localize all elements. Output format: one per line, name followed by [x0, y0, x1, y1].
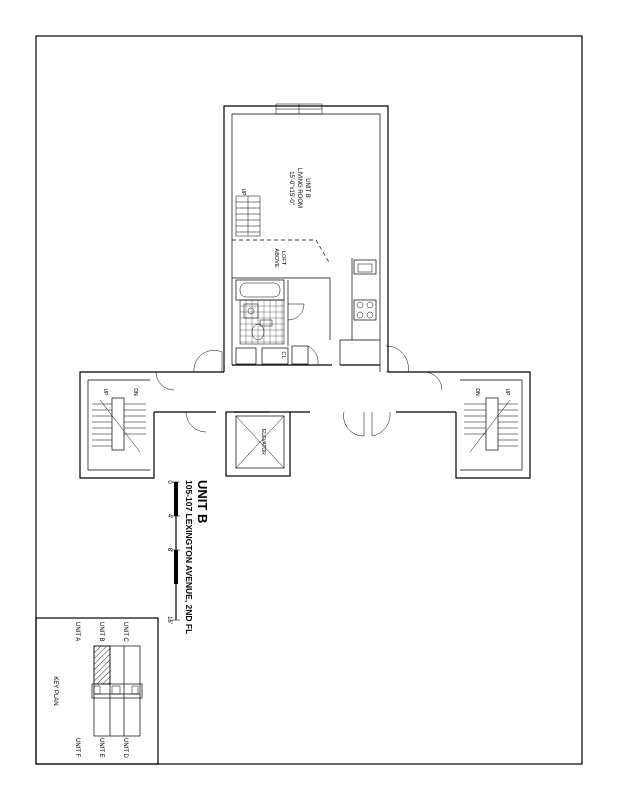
closet-label: CL: [280, 351, 286, 358]
key-unit-a: UNIT A: [74, 622, 80, 641]
room-label: LIVING ROOM: [296, 168, 302, 208]
key-unit-e: UNIT E: [98, 738, 104, 758]
living-room-stair: [235, 195, 261, 237]
sheet-border: [35, 35, 583, 765]
subtitle: 105-107 LEXINGTON AVENUE, 2ND FL: [184, 480, 194, 634]
right-stair-up-label: UP: [504, 389, 510, 397]
scale-bar: 0 4' 8' 16': [166, 480, 180, 624]
key-plan-heading: KEY PLAN: [52, 676, 58, 705]
unit-label: UNIT B: [304, 178, 310, 198]
room-stair-up-label: UP: [240, 189, 246, 197]
closets: [235, 345, 319, 365]
scale-tick-16: 16': [166, 616, 172, 624]
loft-label-2: ABOVE: [273, 249, 279, 268]
key-unit-c: UNIT C: [122, 622, 128, 643]
room-dims: 15'-0"x15'-0": [288, 171, 294, 205]
kitchen: [339, 258, 380, 365]
bathroom: [235, 279, 305, 346]
key-plan: UNIT C UNIT B UNIT A UNIT D UNIT E UNIT …: [35, 617, 159, 765]
key-unit-b: UNIT B: [98, 622, 104, 642]
unit-walls: [223, 103, 389, 372]
left-stair-dn-label: DN: [132, 388, 138, 396]
left-stair-up-label: UP: [102, 389, 108, 397]
key-unit-d: UNIT D: [122, 738, 128, 759]
elevator-label: ELEVATOR: [260, 429, 266, 455]
floor-plan: UNIT B LIVING ROOM 15'-0"x15'-0" LOFT AB…: [79, 103, 531, 479]
left-stairwell: [79, 371, 155, 479]
loft-label-1: LOFT: [280, 251, 286, 266]
highlighted-unit: [93, 645, 111, 685]
scale-tick-0: 0: [166, 480, 172, 484]
title-block: 0 4' 8' 16' UNIT B 105-107 LEXINGTON AVE…: [166, 480, 210, 634]
title: UNIT B: [195, 480, 210, 523]
corridor: [154, 345, 456, 437]
scale-tick-8: 8': [166, 548, 172, 552]
right-stair-dn-label: DN: [474, 388, 480, 396]
right-stairwell: [455, 371, 531, 479]
scale-tick-4: 4': [166, 514, 172, 518]
elevator-shaft: [225, 411, 291, 477]
key-unit-f: UNIT F: [74, 738, 80, 758]
